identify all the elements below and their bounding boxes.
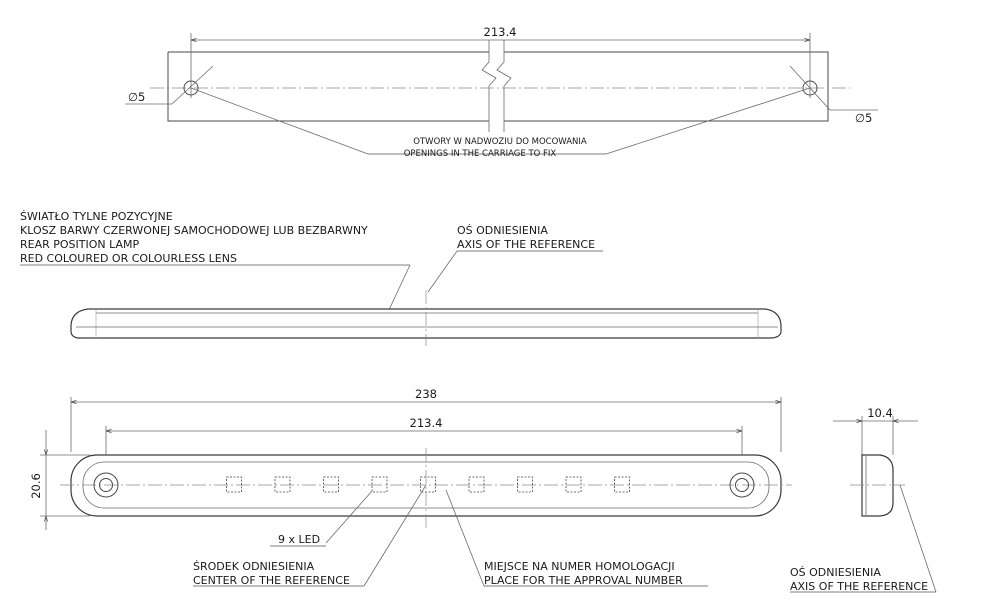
carriage-outline-left xyxy=(167,52,489,122)
led-5 xyxy=(420,476,436,493)
mounting-note-en: OPENINGS IN THE CARRIAGE TO FIX xyxy=(404,149,557,159)
front-view: 238 213.4 20.6 9 x LED ŚRODEK ODNIESIEN xyxy=(29,387,792,587)
end-lamp-body xyxy=(861,454,894,517)
led-leader xyxy=(325,490,373,544)
led-row xyxy=(226,476,630,493)
center-label-en: CENTER OF THE REFERENCE xyxy=(193,574,350,587)
dim-height-text: 20.6 xyxy=(29,473,43,499)
note-leader-left xyxy=(190,87,369,155)
side-axis-leader xyxy=(427,250,458,293)
led-7 xyxy=(517,476,533,493)
side-view: ŚWIATŁO TYLNE POZYCYJNE KLOSZ BARWY CZER… xyxy=(20,210,782,346)
side-axis-label-pl: OŚ ODNIESIENIA xyxy=(457,224,548,237)
led-1 xyxy=(226,476,242,493)
lamp-label-line-1: ŚWIATŁO TYLNE POZYCYJNE xyxy=(20,210,173,223)
dim-length-text: 238 xyxy=(415,387,437,401)
led-2 xyxy=(274,476,291,493)
mounting-note-pl: OTWORY W NADWOZIU DO MOCOWANIA xyxy=(413,137,587,147)
led-3 xyxy=(323,476,339,493)
end-axis-leader xyxy=(899,484,937,593)
led-9 xyxy=(614,476,630,493)
front-hole-right-outer xyxy=(729,472,755,498)
front-hole-right-inner xyxy=(735,478,749,492)
break-line-left xyxy=(481,40,497,132)
end-axis-label-en: AXIS OF THE REFERENCE xyxy=(790,580,928,593)
dim-spacing-front-text: 213.4 xyxy=(410,416,443,430)
led-count-label: 9 x LED xyxy=(278,533,320,546)
led-6 xyxy=(468,476,485,493)
break-line-right xyxy=(496,40,512,132)
hole-left-diameter: ∅5 xyxy=(128,90,145,104)
end-axis-label-pl: OŚ ODNIESIENIA xyxy=(790,566,881,579)
carriage-outline-right xyxy=(504,51,829,122)
dim-spacing-top-text: 213.4 xyxy=(484,25,517,39)
front-hole-left-inner xyxy=(99,478,113,492)
lamp-label-line-4: RED COLOURED OR COLOURLESS LENS xyxy=(20,252,237,265)
lamp-label-line-3: REAR POSITION LAMP xyxy=(20,238,140,251)
side-axis-label-en: AXIS OF THE REFERENCE xyxy=(457,238,595,251)
top-view: 213.4 ∅5 ∅5 OTWORY W NADWOZIU DO MOCOWAN… xyxy=(125,25,878,159)
hole-right-diameter: ∅5 xyxy=(855,111,872,125)
approval-leader xyxy=(445,489,485,587)
approval-label-en: PLACE FOR THE APPROVAL NUMBER xyxy=(484,574,683,587)
lamp-label-leader xyxy=(387,264,411,313)
front-hole-left-outer xyxy=(93,472,119,498)
center-label-pl: ŚRODEK ODNIESIENIA xyxy=(193,560,315,573)
dim-depth-text: 10.4 xyxy=(867,406,893,420)
led-8 xyxy=(565,476,582,493)
end-view: 10.4 OŚ ODNIESIENIA AXIS OF THE REFERENC… xyxy=(790,406,937,593)
approval-label-pl: MIEJSCE NA NUMER HOMOLOGACJI xyxy=(484,560,675,573)
led-4 xyxy=(371,476,388,493)
note-leader-right xyxy=(605,87,811,155)
hole-left-leader xyxy=(171,65,214,105)
lamp-label-line-2: KLOSZ BARWY CZERWONEJ SAMOCHODOWEJ LUB B… xyxy=(20,224,368,237)
center-leader xyxy=(363,484,427,587)
